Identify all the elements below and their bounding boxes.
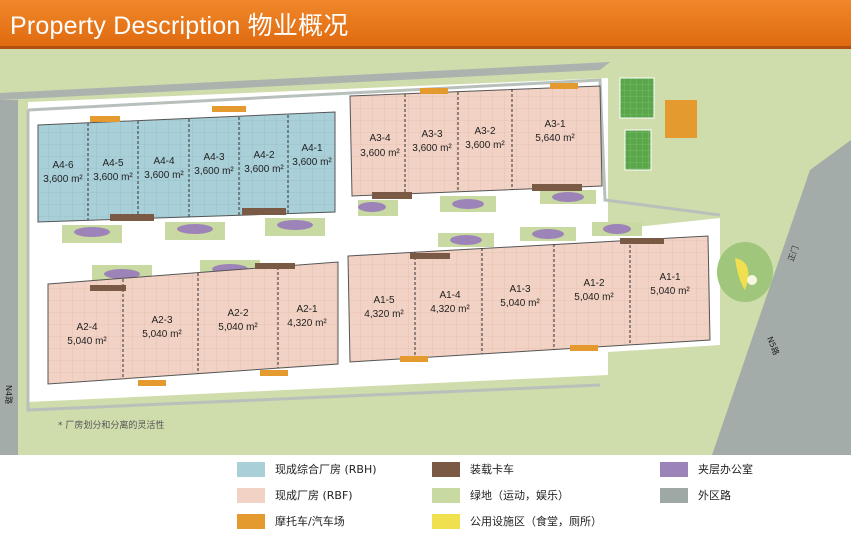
building-block-a3 [349,85,603,197]
unit-code: A2-1 [296,304,318,315]
road-n5 [712,140,851,455]
legend-label: 现成厂房 (RBF) [275,489,353,502]
unit-area: 3,600 m² [412,143,452,154]
road-n4 [0,100,18,455]
unit-area: 5,040 m² [142,329,182,340]
unit-code: A4-6 [52,160,74,171]
unit-area: 3,600 m² [292,157,332,168]
legend-swatch [432,487,460,503]
legend-label: 绿地（运动，娱乐） [470,489,569,502]
unit-area: 5,040 m² [650,286,690,297]
unit-code: A1-2 [583,278,605,289]
legend-item-outer-road: 外区路 [660,487,731,503]
legend-label: 装载卡车 [470,463,514,476]
unit-area: 3,600 m² [93,172,133,183]
unit-area: 3,600 m² [144,170,184,181]
units-a3: A3-4 3,600 m² A3-3 3,600 m² A3-2 3,600 m… [360,119,575,159]
unit-code: A1-1 [659,272,681,283]
unit-area: 4,320 m² [364,309,404,320]
building-block-a1 [347,235,711,363]
header-divider [0,46,851,49]
unit-area: 5,040 m² [67,336,107,347]
legend-label: 摩托车/汽车场 [275,515,345,528]
boundary-road-top [0,62,610,100]
unit-code: A2-3 [151,315,173,326]
unit-area: 3,600 m² [360,148,400,159]
unit-code: A4-1 [301,143,323,154]
legend-label: 现成综合厂房 (RBH) [275,463,377,476]
unit-code: A2-2 [227,308,249,319]
units-a1: A1-5 4,320 m² A1-4 4,320 m² A1-3 5,040 m… [364,272,690,320]
unit-area: 3,600 m² [465,140,505,151]
legend-item-green: 绿地（运动，娱乐） [432,487,569,503]
units-a4: A4-6 3,600 m² A4-5 3,600 m² A4-4 3,600 m… [43,143,332,185]
map-legend: 现成综合厂房 (RBH) 装载卡车 夹层办公室 现成厂房 (RBF) 绿地（运动… [0,455,851,539]
unit-code: A1-4 [439,290,461,301]
sports-courts [619,77,655,171]
legend-item-parking: 摩托车/汽车场 [237,513,345,529]
unit-dividers [87,89,631,379]
unit-area: 5,040 m² [218,322,258,333]
loading-areas [90,184,664,291]
legend-swatch [237,461,265,477]
building-block-a4 [37,111,336,223]
parking-areas [90,83,697,386]
legend-label: 外区路 [698,489,731,502]
building-block-a2 [47,261,339,385]
legend-swatch [432,461,460,477]
unit-area: 4,320 m² [430,304,470,315]
unit-area: 4,320 m² [287,318,327,329]
legend-item-rbf: 现成厂房 (RBF) [237,487,353,503]
unit-code: A2-4 [76,322,98,333]
legend-item-loading: 装载卡车 [432,461,514,477]
legend-item-mezzanine: 夹层办公室 [660,461,753,477]
unit-area: 5,040 m² [500,298,540,309]
legend-swatch [432,513,460,529]
units-a2: A2-4 5,040 m² A2-3 5,040 m² A2-2 5,040 m… [67,304,327,347]
unit-area: 3,600 m² [43,174,83,185]
site-plan-map: A4-6 3,600 m² A4-5 3,600 m² A4-4 3,600 m… [0,49,851,455]
legend-item-utility: 公用设施区（食堂，厕所） [432,513,602,529]
legend-swatch [237,513,265,529]
unit-code: A1-5 [373,295,395,306]
legend-swatch [660,461,688,477]
unit-code: A3-4 [369,133,391,144]
legend-item-rbh: 现成综合厂房 (RBH) [237,461,377,477]
unit-code: A4-5 [102,158,124,169]
unit-code: A4-3 [203,152,225,163]
unit-area: 3,600 m² [244,164,284,175]
legend-label: 公用设施区（食堂，厕所） [470,515,602,528]
unit-code: A3-2 [474,126,496,137]
road-n4-label: N4路 [4,385,14,404]
unit-area: 3,600 m² [194,166,234,177]
unit-code: A1-3 [509,284,531,295]
header-bar: Property Description 物业概况 [0,0,851,46]
page-title: Property Description 物业概况 [10,12,349,40]
gate-landscape [717,242,773,302]
unit-code: A4-2 [253,150,275,161]
legend-swatch [660,487,688,503]
landscape-courtyards [62,190,642,281]
legend-label: 夹层办公室 [698,463,753,476]
unit-code: A3-3 [421,129,443,140]
flexibility-note: * 厂房划分和分离的灵活性 [58,419,164,431]
legend-swatch [237,487,265,503]
unit-area: 5,640 m² [535,133,575,144]
unit-code: A4-4 [153,156,175,167]
unit-code: A3-1 [544,119,566,130]
unit-area: 5,040 m² [574,292,614,303]
